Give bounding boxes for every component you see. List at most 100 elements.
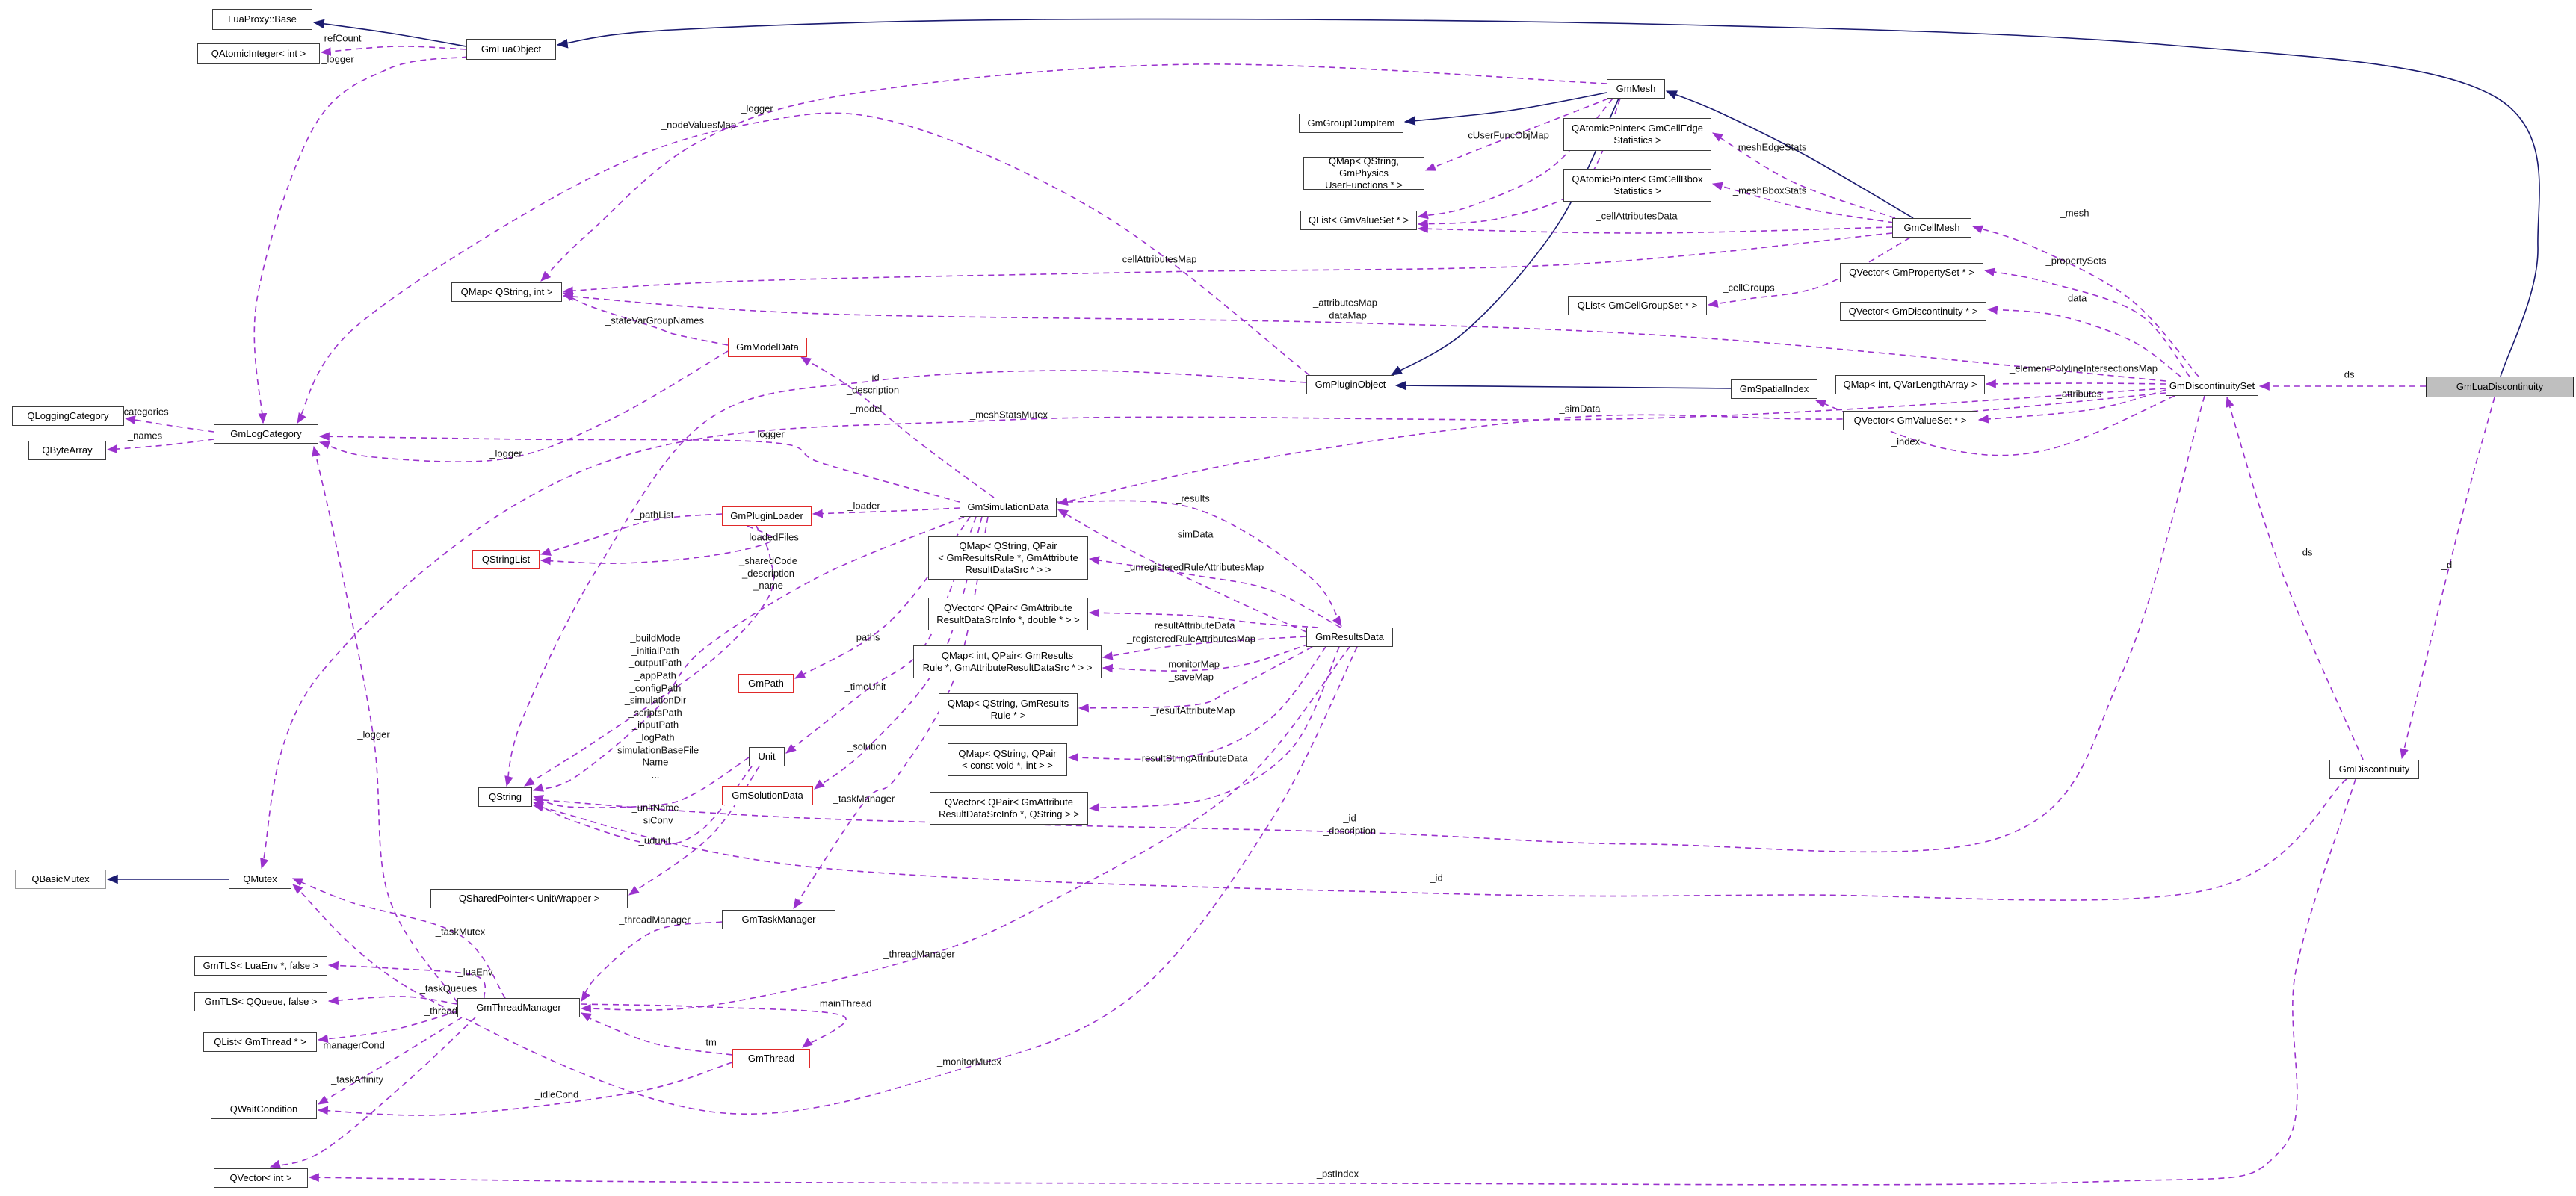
edge-GmPluginLoader-to-QStringList [540, 525, 773, 566]
class-node-GmDiscontinuitySet[interactable]: GmDiscontinuitySet [2166, 377, 2258, 396]
edge-GmDiscontinuity-to-QString [532, 778, 2347, 901]
edge-GmDiscontinuitySet-to-QString [532, 395, 2205, 853]
class-node-GmLuaDiscontinuity[interactable]: GmLuaDiscontinuity [2426, 377, 2574, 397]
edge-GmMesh-to-QMapPhysics [1424, 98, 1609, 171]
edge-GmCellMesh-to-QAPCellEdge [1712, 132, 1896, 219]
class-node-QMapRule2[interactable]: QMap< int, QPair< GmResults Rule *, GmAt… [913, 645, 1102, 678]
class-node-LuaProxyBase[interactable]: LuaProxy::Base [212, 9, 312, 30]
edge-GmMesh-to-GmPluginObject [1390, 98, 1619, 376]
class-node-QMapConstVoid[interactable]: QMap< QString, QPair < const void *, int… [948, 743, 1067, 776]
edge-GmDiscontinuitySet-to-QVecDiscontinuity [1986, 306, 2181, 377]
class-node-QVecPropertySet[interactable]: QVector< GmPropertySet * > [1840, 263, 1983, 282]
edge-GmDiscontinuitySet-to-QMapIntQVar [1985, 379, 2166, 388]
class-node-GmPluginLoader[interactable]: GmPluginLoader [722, 506, 812, 526]
class-node-QSharedPtrUW[interactable]: QSharedPointer< UnitWrapper > [430, 889, 628, 908]
edge-GmResultsData-to-GmSimulationData [1057, 509, 1307, 633]
edge-GmResultsData-to-QMapRule2 [1102, 643, 1310, 673]
class-node-GmResultsData[interactable]: GmResultsData [1306, 628, 1393, 647]
edge-GmMesh-to-GmGroupDumpItem [1403, 92, 1607, 126]
class-node-QWaitCondition[interactable]: QWaitCondition [211, 1100, 317, 1119]
class-node-QListGmValueSet[interactable]: QList< GmValueSet * > [1300, 211, 1417, 230]
class-node-GmSimulationData[interactable]: GmSimulationData [960, 498, 1057, 517]
edge-GmDiscontinuitySet-to-QVecPropertySet [1983, 267, 2190, 377]
edge-GmLuaDiscontinuity-to-GmDiscontinuity [2400, 397, 2495, 760]
edge-GmThreadManager-to-GmTLSQQueue [327, 996, 458, 1006]
class-node-QAPCellEdge[interactable]: QAtomicPointer< GmCellEdge Statistics > [1563, 118, 1711, 151]
edge-GmSimulationData-to-GmResultsData [1056, 500, 1342, 627]
edge-GmModelData-to-GmLogCategory [318, 350, 729, 462]
edge-GmDiscontinuity-to-QVectorInt [308, 778, 2356, 1186]
edge-GmPluginObject-to-QString [504, 370, 1307, 787]
class-node-QVecDouble[interactable]: QVector< QPair< GmAttribute ResultDataSr… [928, 598, 1088, 630]
edge-GmThread-to-GmThreadManager [580, 1012, 733, 1056]
edge-GmTaskManager-to-GmThreadManager [581, 921, 723, 1002]
edge-Unit-to-QString [532, 766, 753, 846]
edge-GmThreadManager-to-QListGmThread [317, 1011, 458, 1044]
class-node-QVecQString[interactable]: QVector< QPair< GmAttribute ResultDataSr… [930, 792, 1088, 825]
class-node-GmThreadManager[interactable]: GmThreadManager [457, 998, 580, 1017]
class-node-QListCellGroupSet[interactable]: QList< GmCellGroupSet * > [1568, 296, 1707, 315]
class-node-QMutex[interactable]: QMutex [229, 870, 291, 889]
edge-GmPluginLoader-to-QStringList [540, 513, 723, 556]
class-node-QString[interactable]: QString [478, 787, 532, 807]
class-node-GmCellMesh[interactable]: GmCellMesh [1892, 218, 1971, 238]
edge-GmCellMesh-to-QListGmValueSet [1417, 224, 1893, 234]
class-node-QVectorInt[interactable]: QVector< int > [214, 1168, 308, 1188]
class-node-QMapPhysics[interactable]: QMap< QString, GmPhysics UserFunctions *… [1303, 155, 1424, 190]
class-node-QAtomicIntegerInt[interactable]: QAtomicInteger< int > [197, 43, 320, 64]
edge-GmResultsData-to-QMapRule2 [1102, 636, 1307, 660]
edge-GmLuaObject-to-GmLogCategory [253, 56, 469, 424]
class-node-GmDiscontinuity[interactable]: GmDiscontinuity [2329, 760, 2419, 779]
edge-GmCellMesh-to-QListCellGroupSet [1707, 237, 1911, 308]
edge-GmCellMesh-to-QAPCellBbox [1711, 182, 1894, 223]
class-node-QMapQStringInt[interactable]: QMap< QString, int > [451, 282, 562, 302]
edge-GmPluginLoader-to-QString [524, 525, 774, 787]
class-node-GmGroupDumpItem[interactable]: GmGroupDumpItem [1299, 114, 1403, 133]
class-node-QBasicMutex[interactable]: QBasicMutex [15, 870, 106, 889]
edge-GmThreadManager-to-GmTLSLuaEnv [327, 961, 487, 999]
edge-GmDiscontinuitySet-to-GmCellMesh [1971, 225, 2199, 377]
class-node-QStringList[interactable]: QStringList [472, 550, 540, 569]
class-node-Unit[interactable]: Unit [749, 747, 785, 766]
edge-GmDiscontinuity-to-GmDiscontinuitySet [2226, 396, 2364, 760]
edge-GmResultsData-to-QMapRule3 [1078, 646, 1313, 713]
edge-GmSimulationData-to-GmTaskManager [793, 516, 989, 909]
class-node-GmMesh[interactable]: GmMesh [1607, 79, 1665, 99]
class-node-QMapRule3[interactable]: QMap< QString, GmResults Rule * > [939, 693, 1078, 726]
class-node-QVecDiscontinuity[interactable]: QVector< GmDiscontinuity * > [1840, 302, 1986, 321]
class-node-QListGmThread[interactable]: QList< GmThread * > [203, 1032, 317, 1052]
class-node-QLoggingCategory[interactable]: QLoggingCategory [12, 406, 124, 426]
edge-GmLogCategory-to-QLoggingCategory [124, 415, 214, 433]
edge-GmThread-to-QWaitCondition [317, 1062, 733, 1116]
edge-Unit-to-QString [532, 757, 750, 808]
class-node-GmPluginObject[interactable]: GmPluginObject [1306, 375, 1394, 394]
edge-Unit-to-QSharedPtrUW [628, 766, 760, 896]
edge-GmResultsData-to-GmThreadManager [580, 646, 1350, 1013]
class-node-GmTLSLuaEnv[interactable]: GmTLS< LuaEnv *, false > [194, 956, 327, 976]
edge-GmSimulationData-to-GmPluginLoader [812, 507, 960, 518]
edge-GmResultsData-to-QMapRule1 [1088, 556, 1341, 628]
edge-GmSimulationData-to-GmPath [794, 516, 971, 679]
class-node-GmLuaObject[interactable]: GmLuaObject [466, 39, 556, 60]
class-node-GmPath[interactable]: GmPath [738, 674, 794, 693]
edge-GmLuaDiscontinuity-to-GmLuaObject [556, 18, 2540, 377]
class-node-GmTaskManager[interactable]: GmTaskManager [722, 910, 835, 929]
edge-GmThreadManager-to-QMutex [291, 878, 506, 999]
edge-GmResultsData-to-QVecDouble [1088, 608, 1319, 628]
edge-GmDiscontinuitySet-to-GmSimulationData [1057, 392, 2166, 506]
class-node-QAPCellBbox[interactable]: QAtomicPointer< GmCellBbox Statistics > [1563, 169, 1711, 202]
class-node-QVecGmValueSet[interactable]: QVector< GmValueSet * > [1843, 411, 1977, 430]
edge-GmDiscontinuitySet-to-QMutex [260, 388, 2166, 870]
class-node-GmSolutionData[interactable]: GmSolutionData [722, 786, 813, 805]
class-node-GmSpatialIndex[interactable]: GmSpatialIndex [1731, 379, 1817, 399]
class-node-QMapIntQVar[interactable]: QMap< int, QVarLengthArray > [1835, 375, 1985, 394]
class-node-GmThread[interactable]: GmThread [732, 1049, 810, 1068]
class-node-GmLogCategory[interactable]: GmLogCategory [214, 424, 318, 444]
edge-GmThreadManager-to-GmThread [581, 1003, 847, 1048]
class-node-QByteArray[interactable]: QByteArray [28, 441, 106, 460]
class-node-QMapRule1[interactable]: QMap< QString, QPair < GmResultsRule *, … [928, 536, 1088, 580]
class-node-GmModelData[interactable]: GmModelData [728, 338, 807, 357]
edge-GmSimulationData-to-GmModelData [800, 356, 995, 498]
class-node-GmTLSQQueue[interactable]: GmTLS< QQueue, false > [194, 992, 327, 1011]
